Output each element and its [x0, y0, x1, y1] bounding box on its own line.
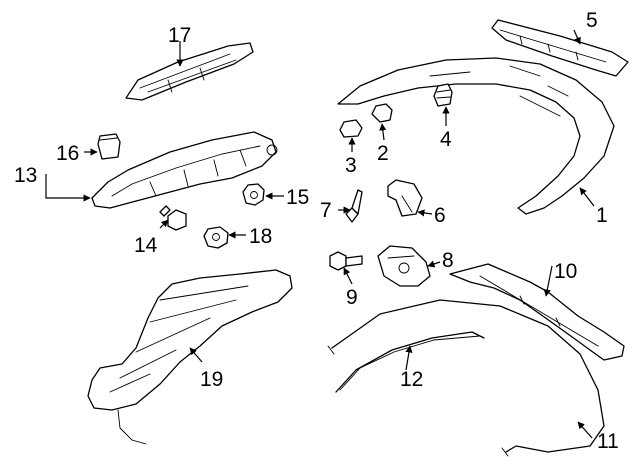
callout-10: 10 [554, 260, 577, 283]
callout-18: 18 [249, 225, 272, 248]
callout-7: 7 [320, 199, 332, 222]
part-19-trim-panel [87, 269, 293, 445]
callout-12: 12 [400, 368, 423, 391]
part-8-hinge-bracket [377, 245, 431, 287]
part-1-spoiler-panel [337, 57, 615, 215]
part-16-clip [97, 133, 121, 160]
part-11-seal [327, 299, 605, 457]
part-2-clip [371, 103, 393, 123]
callout-9: 9 [346, 286, 358, 309]
part-3-clip [339, 119, 363, 138]
callout-1: 1 [596, 204, 608, 227]
part-18-nut [203, 226, 229, 249]
callout-16: 16 [56, 142, 79, 165]
callout-3: 3 [345, 154, 357, 177]
part-5-spoiler [491, 19, 629, 77]
part-7-screw [345, 189, 363, 223]
callout-2: 2 [377, 142, 389, 165]
part-4-fastener [433, 83, 453, 107]
callout-5: 5 [586, 9, 598, 32]
part-10-retainer [449, 263, 625, 361]
part-9-bolt [329, 251, 363, 271]
callout-14: 14 [134, 234, 158, 257]
part-12-seal-strip [335, 331, 485, 393]
part-6-bracket [387, 179, 423, 217]
leader-lines [45, 29, 595, 439]
part-14-bolt [159, 205, 187, 231]
part-17-stop-lamp [125, 42, 254, 101]
callout-19: 19 [200, 368, 223, 391]
callout-11: 11 [597, 430, 619, 453]
callout-6: 6 [434, 204, 446, 227]
callout-8: 8 [442, 249, 454, 272]
part-15-nut [242, 183, 265, 206]
callout-4: 4 [440, 128, 452, 151]
callout-17: 17 [168, 24, 191, 47]
part-13-bracket [91, 131, 278, 209]
callout-15: 15 [286, 186, 309, 209]
callout-13: 13 [14, 164, 37, 187]
